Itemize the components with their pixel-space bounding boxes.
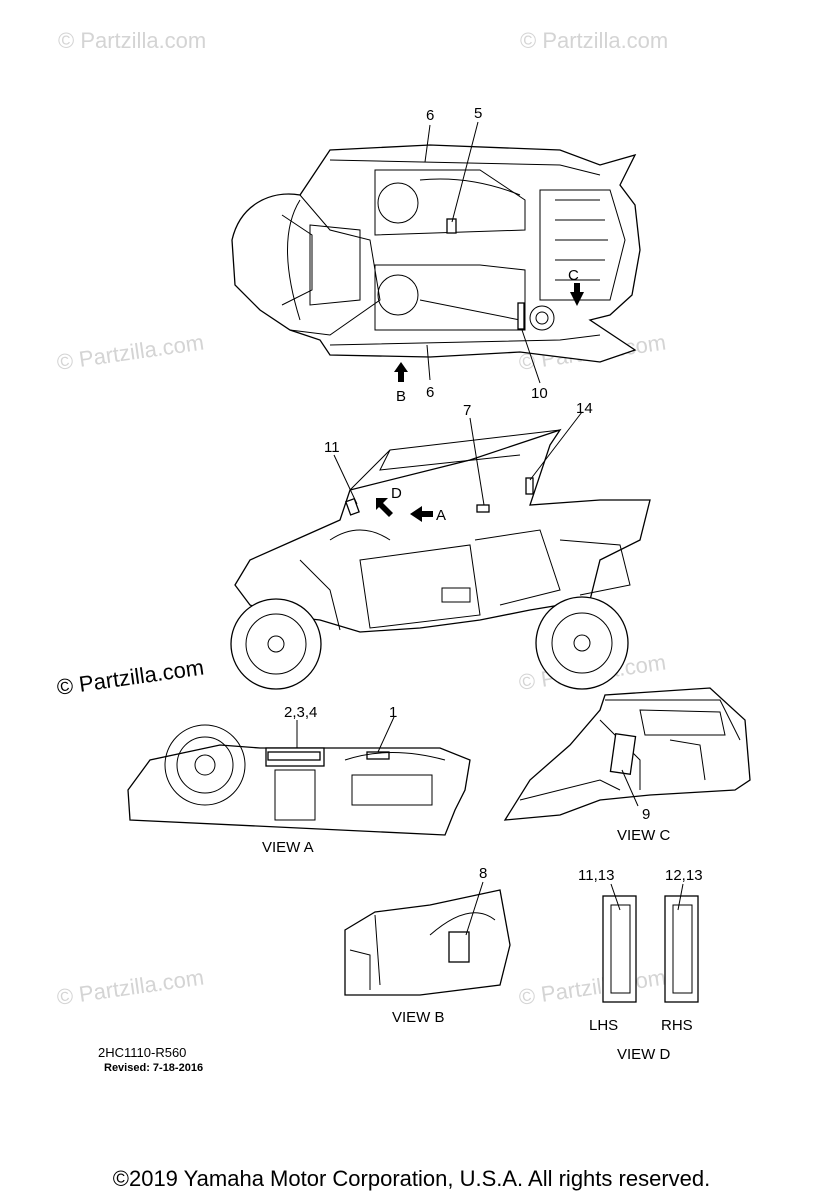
top-view-vehicle bbox=[231, 121, 641, 384]
callout-11-13: 11,13 bbox=[578, 867, 614, 884]
callout-10: 10 bbox=[531, 385, 548, 402]
side-view-vehicle bbox=[230, 411, 651, 690]
view-b-label: VIEW B bbox=[392, 1009, 445, 1026]
callout-14: 14 bbox=[576, 400, 593, 417]
callout-12-13: 12,13 bbox=[665, 867, 703, 884]
arrow-d-icon bbox=[376, 498, 393, 517]
watermark: © Partzilla.com bbox=[520, 28, 668, 53]
watermark: © Partzilla.com bbox=[58, 28, 206, 53]
copyright-footer: ©2019 Yamaha Motor Corporation, U.S.A. A… bbox=[112, 1166, 711, 1191]
callout-2-3-4: 2,3,4 bbox=[284, 704, 317, 721]
view-d-drawing bbox=[602, 883, 699, 1003]
callout-9: 9 bbox=[642, 806, 650, 823]
arrow-a-icon bbox=[410, 506, 433, 522]
callout-d: D bbox=[391, 485, 402, 502]
callout-6-bottom: 6 bbox=[426, 384, 434, 401]
callout-6-top: 6 bbox=[426, 107, 434, 124]
arrow-c-icon bbox=[570, 283, 584, 306]
callout-c-top: C bbox=[568, 267, 579, 284]
callout-5: 5 bbox=[474, 105, 482, 122]
view-a-drawing bbox=[127, 716, 471, 836]
rhs-label: RHS bbox=[661, 1017, 693, 1034]
callout-7: 7 bbox=[463, 402, 471, 419]
callout-b: B bbox=[396, 388, 406, 405]
view-d-label: VIEW D bbox=[617, 1046, 671, 1063]
view-b-drawing bbox=[344, 881, 511, 996]
view-c-drawing bbox=[503, 687, 751, 821]
arrow-b-icon bbox=[394, 362, 408, 382]
watermark: © Partzilla.com bbox=[517, 965, 667, 1010]
revised-date: Revised: 7-18-2016 bbox=[104, 1062, 204, 1074]
watermark-dark: © Partzilla.com bbox=[55, 655, 205, 700]
lhs-label: LHS bbox=[589, 1017, 618, 1034]
view-c-label: VIEW C bbox=[617, 827, 671, 844]
watermark: © Partzilla.com bbox=[55, 965, 205, 1010]
view-a-label: VIEW A bbox=[262, 839, 314, 856]
drawing-number: 2HC1110-R560 bbox=[98, 1045, 187, 1060]
callout-11: 11 bbox=[324, 439, 340, 456]
watermark: © Partzilla.com bbox=[55, 330, 205, 375]
callout-1: 1 bbox=[389, 704, 397, 721]
callout-a: A bbox=[436, 507, 446, 524]
callout-8: 8 bbox=[479, 865, 487, 882]
